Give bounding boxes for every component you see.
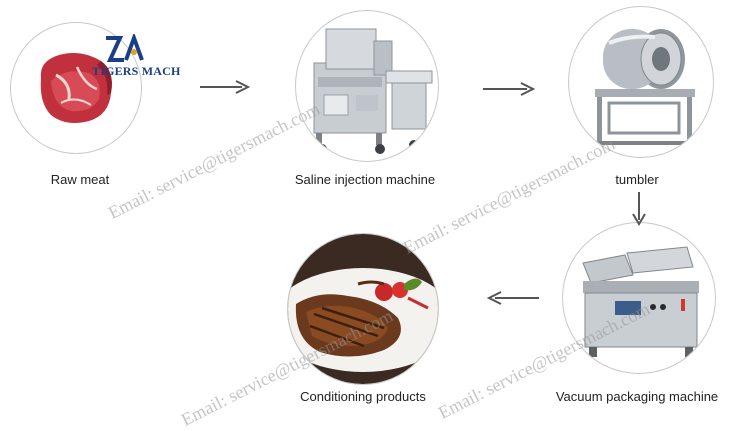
vacuum-packaging-machine-image	[562, 222, 716, 374]
step-label-tumbler: tumbler	[615, 172, 659, 187]
step-label-conditioning-products: Conditioning products	[300, 389, 426, 404]
arrow-right-2	[483, 82, 535, 96]
logo-text: TIGERS MACH	[92, 64, 181, 78]
watermark-1: Email: service@tigersmach.com	[105, 98, 324, 223]
cooked-steak-plate-image	[287, 233, 439, 385]
saline-injection-machine-image	[295, 10, 439, 162]
arrow-right-1	[200, 80, 250, 94]
watermark-2: Email: service@tigersmach.com	[400, 133, 619, 258]
step-label-saline-injection-machine: Saline injection machine	[294, 172, 436, 187]
tumbler-machine-image	[568, 6, 714, 158]
raw-meat-image	[10, 22, 142, 154]
arrow-left	[487, 291, 539, 305]
step-label-vacuum-packaging-machine: Vacuum packaging machine	[555, 389, 719, 404]
arrow-down	[632, 192, 646, 226]
tigers-mach-logo: TIGERS MACH	[92, 34, 182, 82]
step-label-raw-meat: Raw meat	[50, 172, 110, 187]
